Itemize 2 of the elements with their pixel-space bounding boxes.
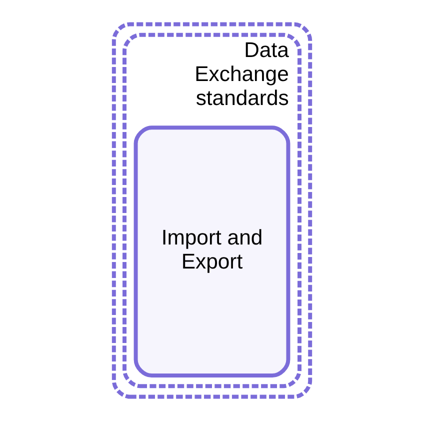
node-box: Import and Export — [134, 126, 290, 378]
cluster — [112, 22, 312, 399]
